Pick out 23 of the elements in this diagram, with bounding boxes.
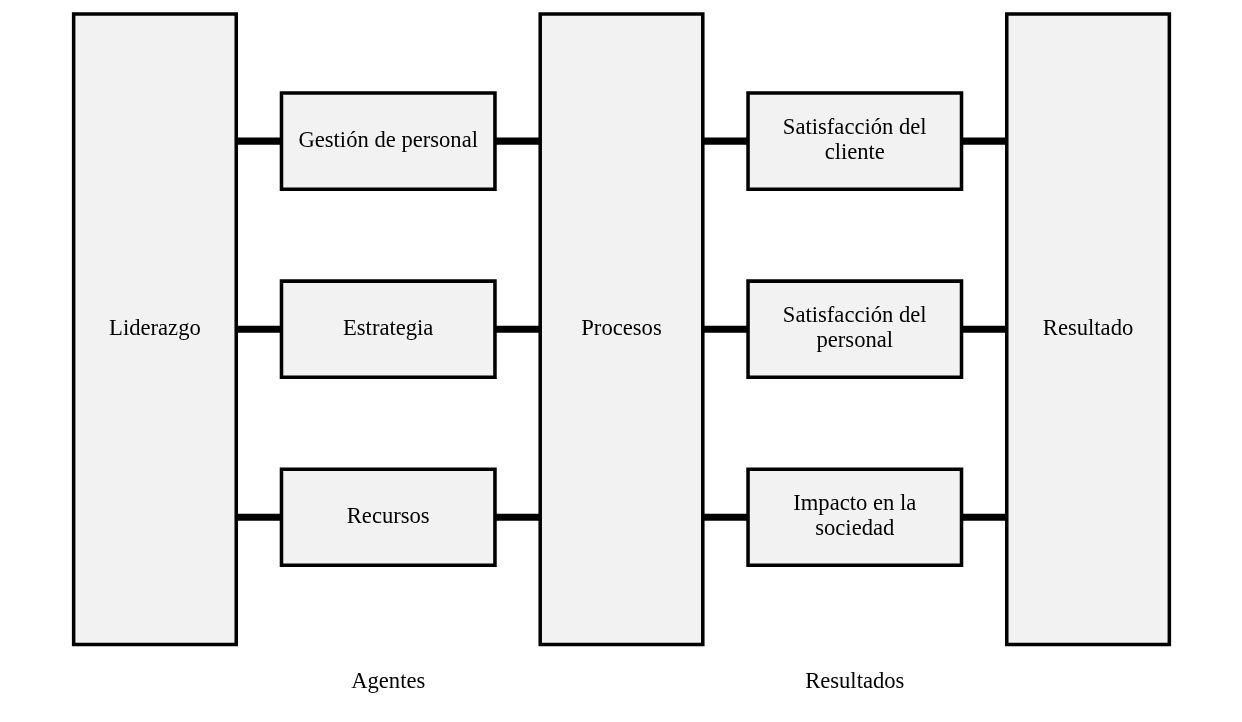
node-box: Recursos [279, 467, 497, 568]
connector [702, 513, 748, 521]
node-box: Liderazgo [71, 12, 238, 647]
connector [961, 325, 1007, 333]
node-box: Gestión de personal [279, 91, 497, 191]
connector [961, 137, 1007, 145]
connector [236, 325, 281, 333]
connector [494, 137, 540, 145]
node-box: Impacto en la sociedad [745, 467, 963, 568]
node-box: Satisfacción del personal [745, 279, 963, 380]
connector [494, 513, 540, 521]
connector [702, 137, 748, 145]
connector [702, 325, 748, 333]
connector [236, 513, 281, 521]
node-box: Satisfacción del cliente [745, 91, 963, 191]
node-box: Estrategia [279, 279, 497, 380]
connector [961, 513, 1007, 521]
label: Resultados [804, 668, 904, 694]
node-box: Procesos [537, 12, 705, 647]
connector [236, 137, 281, 145]
label: Agentes [350, 668, 425, 694]
node-box: Resultado [1004, 12, 1171, 647]
connector [494, 325, 540, 333]
